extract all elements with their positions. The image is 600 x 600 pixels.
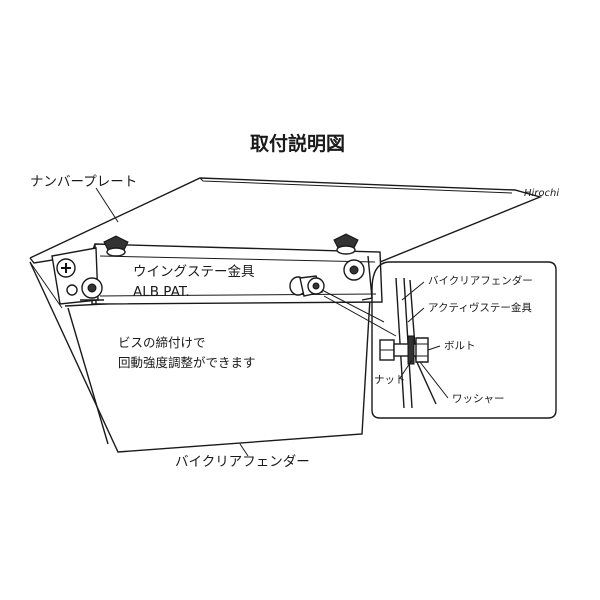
screw-note-line1: ビスの締付けで — [118, 335, 206, 350]
fender-label: バイクリアフェンダー — [175, 454, 310, 470]
number-plate-leader — [95, 187, 119, 223]
number-plate-label: ナンバープレート — [30, 174, 137, 190]
inset-bolt-leader — [427, 345, 441, 351]
diagram-title: 取付説明図 — [250, 132, 345, 155]
detail-inset — [321, 261, 557, 419]
inset-stay-leader — [407, 307, 425, 323]
fender-leader — [239, 443, 249, 457]
screw-note-line2: 回動強度調整ができます — [118, 355, 256, 370]
inset-fender-leader — [401, 281, 425, 301]
inset-bolt-label: ボルト — [444, 340, 476, 352]
inset-active-stay-label: アクティヴステー金具 — [428, 301, 532, 314]
inset-washer-label: ワッシャー — [452, 393, 505, 405]
wing-stay-label: ウイングステー金具 — [133, 264, 255, 280]
inset-nut-leader — [399, 359, 413, 379]
watermark: Hirochi — [524, 188, 559, 199]
inset-nut-label: ナット — [374, 374, 406, 386]
wing-stay-patent-label: ALB PAT. — [133, 284, 190, 300]
inset-fender-label: バイクリアフェンダー — [428, 274, 533, 287]
wing-stay-bracket — [51, 233, 383, 305]
inset-washer-leader — [419, 361, 449, 399]
